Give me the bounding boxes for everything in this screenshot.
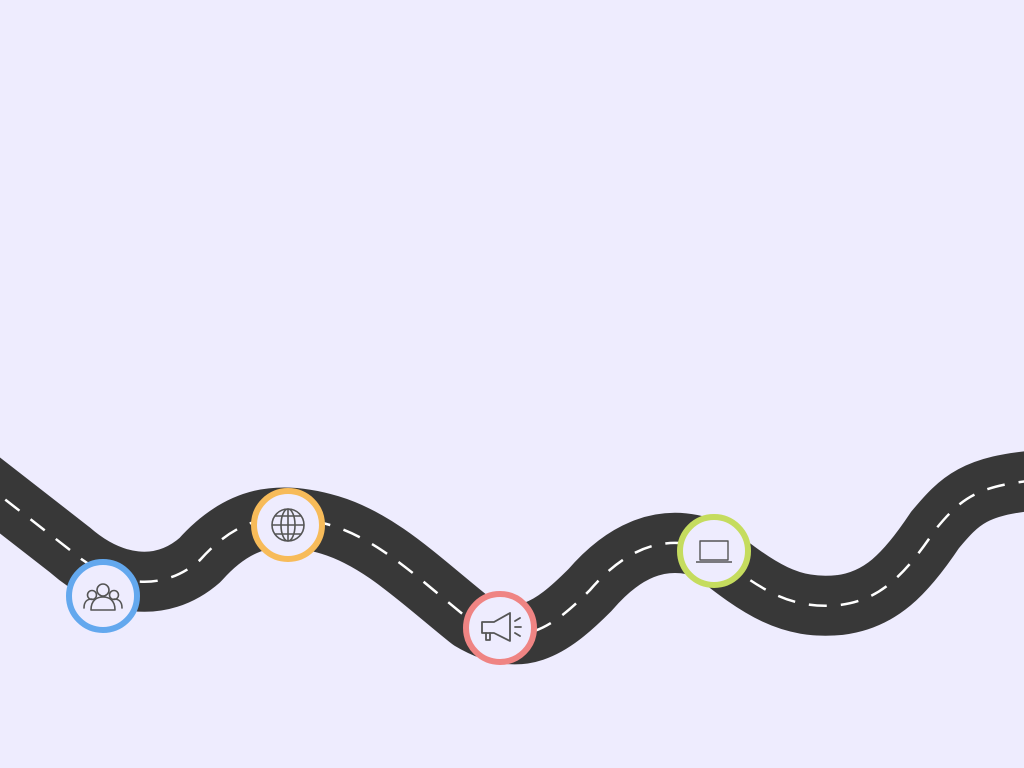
- milestone-ring: [677, 514, 751, 588]
- milestone-people[interactable]: [66, 559, 140, 633]
- globe-icon: [271, 508, 305, 542]
- road-center-line: [0, 480, 1024, 636]
- milestone-megaphone[interactable]: [463, 591, 537, 665]
- milestone-ring: [463, 591, 537, 665]
- milestone-laptop[interactable]: [677, 514, 751, 588]
- megaphone-icon: [481, 612, 522, 642]
- laptop-icon: [696, 540, 732, 563]
- milestone-globe[interactable]: [251, 488, 325, 562]
- people-group-icon: [83, 583, 123, 611]
